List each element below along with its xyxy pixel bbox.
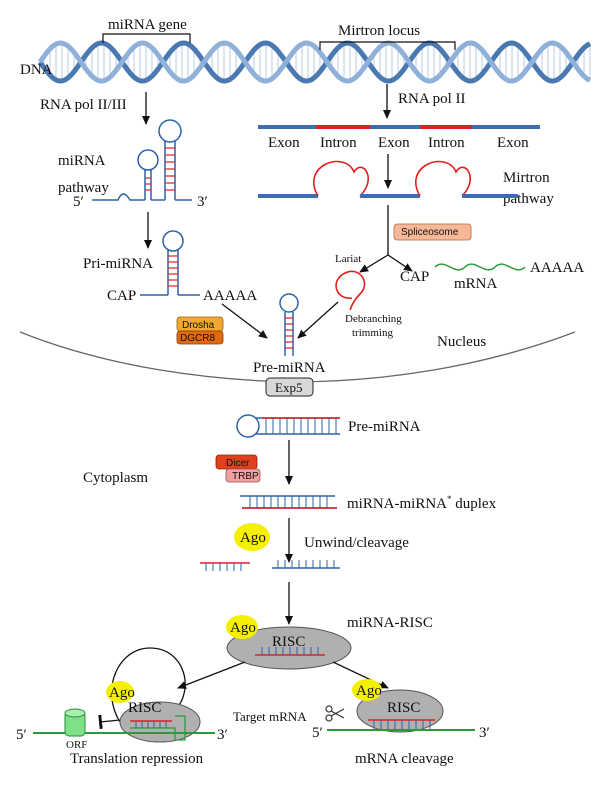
pri-mirna-label: Pri-miRNA [83,256,153,272]
orf-label: ORF [66,739,87,751]
pre-mirna-nuclear-label: Pre-miRNA [253,360,326,376]
mirtron-locus-label: Mirtron locus [338,23,420,39]
mirna-risc-complex: Ago RISC [226,615,352,670]
duplex-label: miRNA-miRNA* duplex [347,494,497,512]
intron-label-2: Intron [428,135,465,151]
pre-mirna-nuclear [279,293,299,356]
mirna-duplex [240,495,337,509]
debranching-label: Debranching [345,313,402,325]
mirna-gene-bracket [102,33,191,43]
mrna-cleavage-group: Ago RISC 5′ 3′ [312,679,490,741]
cytoplasm-label: Cytoplasm [83,470,148,486]
drosha-label: Drosha [182,320,215,331]
mrna-cleavage-label: mRNA cleavage [355,751,454,767]
pre-mirna-cyto-label: Pre-miRNA [348,419,421,435]
cleavage-three-prime: 3′ [479,725,490,741]
ago-label: Ago [240,530,266,546]
mirtron-pathway-label: Mirtron [503,170,550,186]
mirtron-polya-label: AAAAA [530,260,584,276]
mirtron-cap-label: CAP [400,269,429,285]
mirna-pathway-label-2: pathway [58,180,109,196]
lariat-shape [335,270,366,311]
target-mrna-label: Target mRNA [233,709,307,724]
mirtron-locus-bracket [319,41,456,50]
mirna-risc-label: miRNA-RISC [347,615,433,631]
dna-label: DNA [20,62,53,78]
repression-five-prime: 5′ [16,727,27,743]
mirtron-pathway-label-2: pathway [503,191,554,207]
ago-unwind: Ago [234,523,270,551]
exportin5-box: Exp5 [265,377,314,397]
repression-ago-label: Ago [109,685,135,701]
translation-repression-group: Ago RISC 5′ 3′ ORF [16,647,228,751]
risc-label: RISC [272,634,305,650]
risc-ago-label: Ago [230,620,256,636]
risc-ago-shape [226,615,258,639]
cleavage-risc-label: RISC [387,700,420,716]
translation-repression-label: Translation repression [70,751,204,767]
pri-cap-label: CAP [107,288,136,304]
rna-pol-2-3-label: RNA pol II/III [40,97,127,113]
spliceosome-box: Spliceosome [393,223,472,241]
drosha-dgcr8-complex: Drosha DGCR8 [176,316,224,345]
arrow-to-repression [177,661,246,689]
dicer-trbp-complex: Dicer TRBP [215,454,261,483]
repression-three-prime: 3′ [217,727,228,743]
exon-label-1: Exon [268,135,300,151]
repression-risc-label: RISC [128,700,161,716]
three-prime-label: 3′ [197,194,208,210]
arrow-to-pre-mirna-left [221,303,268,339]
arrow-to-lariat [359,254,389,273]
exon-label-2: Exon [378,135,410,151]
primary-transcript: 5′ 3′ [73,119,208,210]
cleavage-ago-shape [352,679,382,701]
looped-introns-transcript [258,160,518,198]
pre-mirna-cytoplasm [236,414,340,438]
cleavage-five-prime: 5′ [312,725,323,741]
pri-polya-label: AAAAA [203,288,257,304]
nucleus-label: Nucleus [437,334,486,350]
dgcr8-label: DGCR8 [180,333,215,344]
trbp-box [225,468,261,483]
dgcr8-box [176,330,224,345]
lariat-label: Lariat [335,253,361,265]
arrow-to-mrna [387,254,413,272]
dna-strand-b [37,40,592,84]
trimming-label: trimming [352,327,393,339]
inhibition-bar [98,714,121,730]
mrna-wave [434,263,526,271]
unwound-strands [200,560,340,571]
mrna-label: mRNA [454,276,498,292]
repression-ago-shape [106,681,134,703]
dicer-label: Dicer [226,458,250,469]
unwind-label: Unwind/cleavage [304,535,409,551]
arrow-to-pre-mirna-right [297,301,339,339]
spliceosome-label: Spliceosome [401,227,459,238]
trbp-label: TRBP [232,471,259,482]
ago-shape [234,523,270,551]
intron-label-1: Intron [320,135,357,151]
cleavage-ago-label: Ago [356,683,382,699]
mirtron-transcript: Exon Intron Exon Intron Exon [258,125,540,151]
dna-strand-a [37,40,592,84]
pri-mirna-structure: Pri-miRNA CAP AAAAA [83,230,257,304]
cleavage-risc-shape [356,689,444,733]
exp5-label: Exp5 [275,380,302,395]
rna-pol-2-label: RNA pol II [398,91,466,107]
mirna-gene-label: miRNA gene [108,17,187,33]
scissors-icon [325,705,345,722]
five-prime-label: 5′ [73,194,84,210]
risc-shape [226,626,352,670]
mirna-pathway-label: miRNA [58,153,106,169]
dna-helix [37,40,592,84]
exon-label-3: Exon [497,135,529,151]
